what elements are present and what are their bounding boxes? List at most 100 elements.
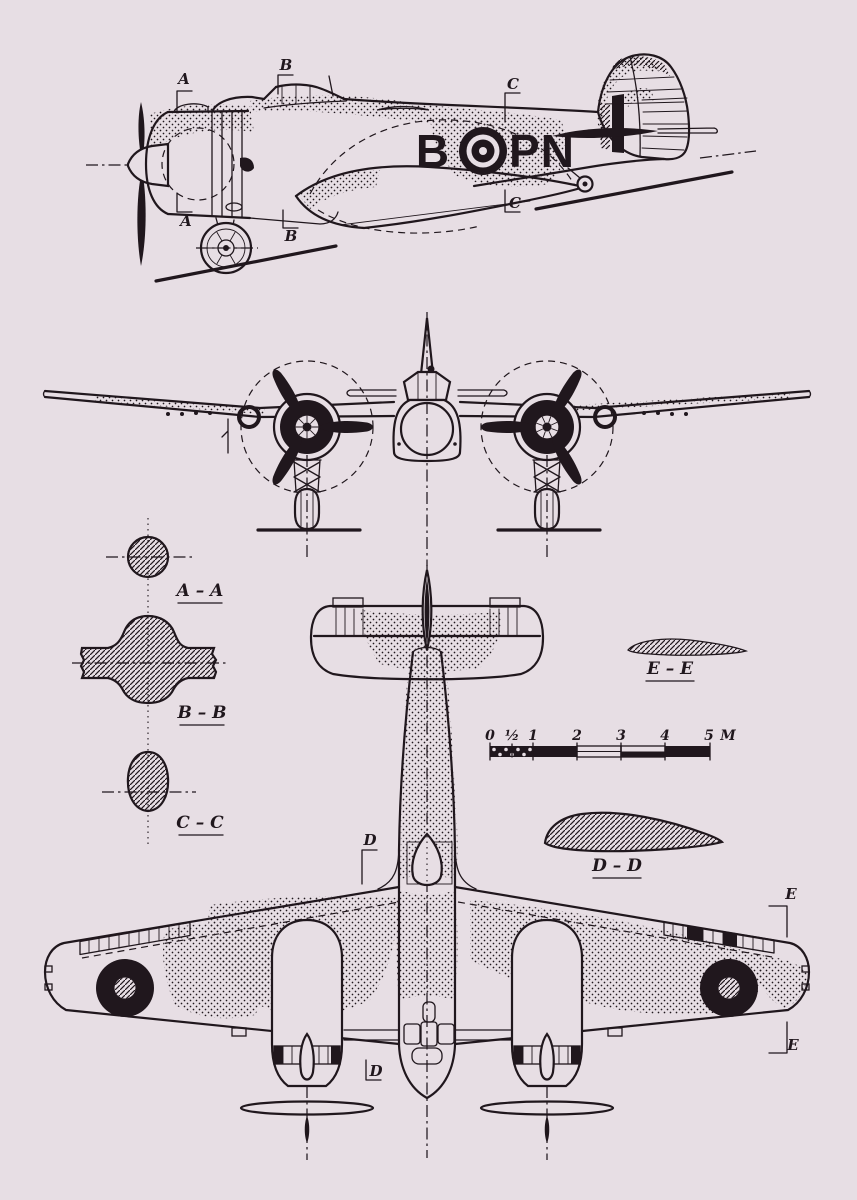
- scale-ticks: [489, 742, 711, 761]
- left-aileron-ribs: [79, 921, 191, 956]
- tailwheel-hub: [582, 181, 588, 187]
- trim-tab-left: [332, 597, 364, 608]
- front-view: [42, 312, 812, 566]
- right-tip-light: [801, 965, 810, 973]
- scale-tick-5: 5: [704, 728, 714, 744]
- side-tail: [552, 53, 757, 193]
- df-loop: [427, 365, 435, 373]
- section-marker-a-top: A: [176, 70, 190, 88]
- nose-glazing-panels: [403, 1001, 455, 1065]
- wing-inspection-dots: [166, 411, 688, 416]
- section-marker-d-bottom: D: [368, 1062, 382, 1080]
- elevator-edge: [657, 127, 718, 134]
- fuselage-top-line: [342, 97, 600, 114]
- gear-bay-door: [249, 211, 339, 225]
- canopy-sill: [263, 100, 347, 109]
- side-wing-root: [294, 119, 586, 234]
- airfoil-section-dd: D – D: [543, 811, 725, 879]
- left-le-notch: [231, 1027, 247, 1037]
- front-left-engine: [240, 360, 374, 560]
- front-wings: [42, 389, 812, 454]
- side-fuselage: [210, 75, 666, 188]
- elevator-ribs-right: [489, 607, 518, 636]
- tailwheel-strut: [567, 167, 581, 179]
- scale-unit: M: [719, 728, 736, 744]
- tailplane-profile: [552, 128, 658, 139]
- right-wing-roundel: [700, 959, 758, 1017]
- scale-checker-dots: [492, 747, 532, 757]
- plan-fuselage: [397, 646, 457, 1100]
- section-label-aa: A – A: [175, 581, 224, 601]
- section-label-dd: D – D: [591, 856, 642, 876]
- section-label-ee: E – E: [646, 659, 694, 679]
- windscreen: [262, 85, 278, 101]
- right-spar-dashed: [457, 901, 773, 958]
- fuselage-bottom-line: [472, 157, 666, 188]
- section-c-c: C – C: [102, 750, 224, 836]
- aerial-mast: [328, 75, 334, 97]
- section-marker-c-bottom: C: [509, 194, 521, 212]
- nose-fairing: [210, 95, 266, 114]
- ground-line-rear: [534, 170, 734, 211]
- tail-centerline: [699, 150, 757, 159]
- section-marker-e-bottom: E: [786, 1036, 799, 1054]
- propeller-disc-left: [240, 360, 374, 494]
- blade-down: [304, 1116, 310, 1143]
- side-spinner: [126, 142, 170, 188]
- tailplane-behind-right: [457, 389, 508, 397]
- left-spar-dashed: [81, 901, 400, 959]
- fin-flash-black: [612, 94, 624, 153]
- plan-section-markers: D D E E: [361, 831, 799, 1081]
- landing-light-right: [593, 405, 617, 429]
- trim-tab-right: [489, 597, 521, 608]
- engine-cylinders: [295, 415, 319, 439]
- propeller-disc-right: [480, 360, 614, 494]
- engine-position-dashed: [161, 127, 235, 201]
- spinner-plan: [539, 1032, 555, 1081]
- airfoil-section-ee: E – E: [627, 638, 749, 682]
- carb-intake-scoop: [173, 103, 209, 113]
- fin-top-hatch: [612, 56, 670, 76]
- right-tip-light: [801, 983, 810, 991]
- right-le-notch: [607, 1027, 623, 1037]
- plan-wings: [43, 844, 811, 1046]
- wing-fairing-dashed: [309, 119, 575, 195]
- scale-tick-0: 0: [485, 728, 495, 744]
- scale-bar-body: [489, 742, 711, 761]
- plan-view: D D E E: [43, 565, 811, 1160]
- side-view: B PN A A B B C C: [86, 53, 757, 283]
- blade-down: [544, 1116, 550, 1143]
- scale-tick-2: 2: [571, 728, 582, 744]
- section-marker-b-bottom: B: [284, 227, 298, 245]
- landing-light-left: [237, 405, 261, 429]
- ground-line-front: [154, 244, 338, 283]
- scale-tick-half: ½: [505, 728, 520, 744]
- left-wing-roundel: [96, 959, 154, 1017]
- front-right-gear: [496, 455, 602, 560]
- fuselage-roundel: [459, 127, 507, 175]
- right-aileron-ribs: [663, 921, 775, 954]
- front-left-gear: [256, 455, 362, 560]
- section-marker-b-top: B: [279, 56, 293, 74]
- side-markings: B PN: [416, 125, 575, 177]
- fin-flash-hatched: [599, 103, 610, 150]
- spinner-hub: [302, 422, 312, 432]
- scale-tick-1: 1: [528, 728, 538, 744]
- code-letters-right: PN: [509, 125, 575, 177]
- scale-tick-4: 4: [660, 728, 670, 744]
- fin-rib-lines: [604, 76, 685, 105]
- plan-left-nacelle: [239, 918, 375, 1160]
- section-label-bb: B – B: [176, 703, 226, 723]
- side-propeller: [86, 102, 170, 266]
- section-marker-d-top: D: [362, 831, 376, 849]
- wing-root-fillets: [377, 844, 477, 890]
- scale-tick-3: 3: [616, 728, 626, 744]
- side-section-markers: A A B B C C: [176, 56, 521, 245]
- elevator-ribs-left: [335, 607, 364, 636]
- left-tip-light: [44, 983, 53, 991]
- plan-right-nacelle: [479, 918, 615, 1160]
- front-right-engine: [480, 360, 614, 560]
- front-fuselage: [392, 317, 462, 463]
